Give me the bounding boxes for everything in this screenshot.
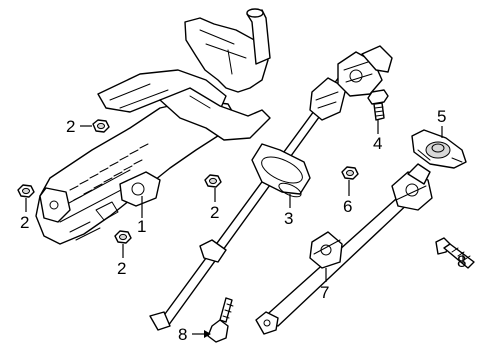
bolt-4 [367, 89, 389, 121]
nut-lower-left [17, 184, 35, 198]
bolt-8-bottom [207, 297, 234, 343]
callout-2-lower-left: 2 [20, 213, 29, 232]
callout-5: 5 [437, 107, 446, 126]
callout-8-bottom: 8 [178, 325, 187, 344]
callout-1: 1 [137, 217, 146, 236]
bearing-mount-5 [411, 129, 467, 169]
callout-leaders [25, 120, 464, 338]
lower-shaft-7 [255, 163, 433, 335]
steering-column-assembly [35, 8, 271, 245]
callout-8-right: 8 [457, 252, 466, 271]
callout-7: 7 [320, 283, 329, 302]
callout-2-center: 2 [210, 203, 219, 222]
callout-2-upper-left: 2 [66, 117, 75, 136]
intermediate-shaft [149, 45, 393, 331]
nut-bottom [114, 230, 132, 244]
bolt-8-right [435, 237, 475, 269]
callout-labels: 1 2 2 2 2 3 4 5 6 7 8 8 [20, 107, 466, 344]
callout-6: 6 [343, 197, 352, 216]
callout-2-bottom: 2 [117, 259, 126, 278]
nut-upper-left [92, 119, 110, 133]
callout-3: 3 [284, 209, 293, 228]
nut-6 [341, 166, 359, 180]
callout-4: 4 [373, 134, 382, 153]
nut-center [204, 174, 222, 188]
